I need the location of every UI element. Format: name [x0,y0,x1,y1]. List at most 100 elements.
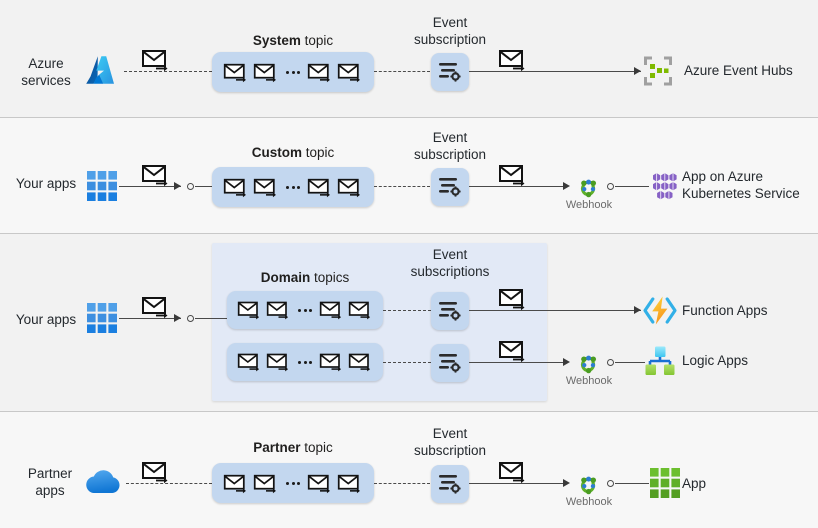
connector-webhook-to-handler [615,186,649,187]
envelope-icon [337,177,363,198]
envelope-arrow-icon [141,163,171,187]
source-label-your-apps-domain: Your apps [15,312,77,327]
webhook-icon [575,172,602,199]
handler-label-function-apps: Function Apps [682,303,768,318]
topic-box-domain-1[interactable] [227,291,383,329]
webhook-label: Webhook [565,375,613,387]
topic-title-partner-rest: topic [300,440,333,455]
connector-subscription-to-webhook [469,483,566,484]
connector-subscription-to-webhook [469,186,566,187]
azure-event-hubs-icon [642,56,674,86]
subscription-label-custom: Event subscription [413,130,487,162]
ellipsis-icon [283,70,303,74]
connection-endpoint-dot [607,358,614,366]
envelope-icon [237,300,262,320]
connection-endpoint-dot [607,479,614,487]
topic-box-partner[interactable] [212,463,374,503]
handler-label-azure-event-hubs: Azure Event Hubs [684,63,793,78]
arrowhead-icon [563,181,570,190]
event-subscription-filter-gear-icon[interactable] [431,344,469,382]
ellipsis-icon [283,481,303,485]
connector-webhook-to-handler [615,362,645,363]
handler-label-logic-apps: Logic Apps [682,353,749,368]
row-custom-topic [0,118,818,234]
envelope-icon [223,473,249,494]
connector-topic-to-subscription [374,71,430,72]
webhook-icon [575,469,602,496]
envelope-icon [253,473,279,494]
connector-source-to-topic [119,186,181,187]
subscription-label-partner: Event subscription [413,426,487,458]
webhook-label: Webhook [565,199,613,211]
envelope-icon [237,352,262,372]
event-subscription-filter-gear-icon[interactable] [431,292,469,330]
envelope-icon [307,62,333,83]
envelope-icon [223,62,249,83]
cloud-icon [82,466,124,498]
event-subscription-filter-gear-icon[interactable] [431,168,469,206]
topic-title-custom-rest: topic [301,145,335,160]
envelope-icon [337,473,363,494]
row-partner-topic [0,412,818,528]
connector-domain-topic1-to-subscription [383,310,431,311]
envelope-icon [319,352,344,372]
envelope-arrow-icon [498,339,528,363]
topic-title-system-rest: topic [300,33,334,48]
envelope-icon [319,300,344,320]
envelope-icon [253,62,279,83]
envelope-icon [253,177,279,198]
envelope-icon [266,352,291,372]
envelope-arrow-icon [141,295,171,319]
event-subscription-filter-gear-icon[interactable] [431,465,469,503]
topic-box-domain-2[interactable] [227,343,383,381]
arrowhead-icon [563,357,570,366]
connection-endpoint-dot [607,182,614,190]
row-system-topic [0,0,818,118]
arrowhead-icon [634,66,641,75]
app-grid-green-icon [650,468,680,498]
envelope-arrow-icon [498,48,528,72]
source-label-your-apps-custom: Your apps [15,176,77,191]
azure-kubernetes-service-icon [650,172,680,202]
envelope-arrow-icon [498,287,528,311]
arrowhead-icon [174,181,181,190]
envelope-icon [348,352,373,372]
connector-webhook-to-handler [615,483,649,484]
connector-source-to-topic [126,483,212,484]
connector-subscription-to-webhook [469,362,566,363]
topic-title-domain-rest: topics [310,270,350,285]
topic-title-partner-bold: Partner [253,440,301,455]
arrowhead-icon [634,305,641,314]
topic-box-system[interactable] [212,52,374,92]
topic-box-custom[interactable] [212,167,374,207]
envelope-arrow-icon [141,48,171,72]
connector-dot-to-topic [195,318,232,319]
topic-title-partner: Partner topic [212,440,374,455]
envelope-icon [223,177,249,198]
connector-dot-to-topic [195,186,213,187]
subscription-label-system: Event subscription [413,15,487,47]
topic-title-system: System topic [212,33,374,48]
connection-endpoint-dot [187,314,194,322]
app-grid-blue-icon [87,171,117,201]
webhook-icon [575,348,602,375]
arrowhead-icon [174,313,181,322]
envelope-icon [307,177,333,198]
envelope-icon [266,300,291,320]
handler-label-aks: App on Azure Kubernetes Service [682,169,800,201]
envelope-arrow-icon [498,460,528,484]
app-grid-blue-icon [87,303,117,333]
event-subscription-filter-gear-icon[interactable] [431,53,469,91]
azure-logo-icon [84,52,120,88]
envelope-icon [307,473,333,494]
connector-domain-topic2-to-subscription [383,362,431,363]
envelope-icon [348,300,373,320]
ellipsis-icon [283,185,303,189]
envelope-arrow-icon [498,163,528,187]
topic-title-custom-bold: Custom [251,145,302,160]
envelope-arrow-icon [141,460,171,484]
connector-source-to-topic [119,318,181,319]
topic-title-domain-bold: Domain [260,270,311,285]
arrowhead-icon [563,478,570,487]
